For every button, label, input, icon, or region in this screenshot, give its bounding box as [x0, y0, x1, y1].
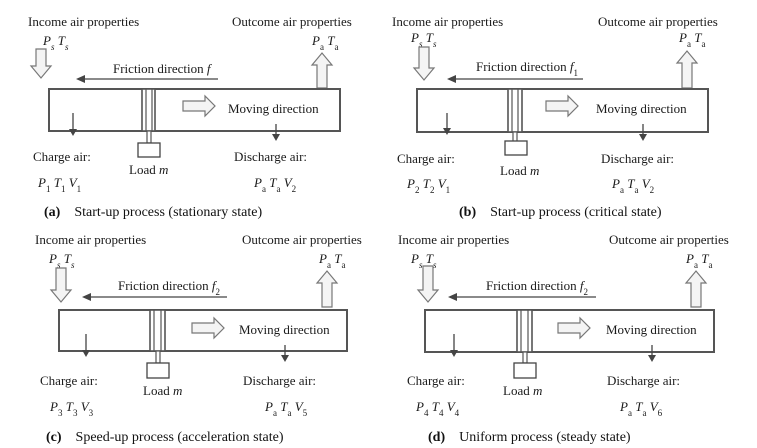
- panel-caption: (b) Start-up process (critical state): [459, 205, 662, 220]
- friction-direction-label: Friction direction f2: [486, 278, 588, 297]
- outcome-air-label: Outcome air properties: [242, 232, 362, 247]
- piston: [149, 309, 166, 352]
- outcome-air-label: Outcome air properties: [609, 232, 729, 247]
- income-arrow-icon: [416, 265, 440, 303]
- discharge-air-label: Discharge air:: [601, 151, 674, 166]
- charge-air-label: Charge air:: [407, 373, 465, 388]
- charge-arrow-icon: [69, 129, 77, 136]
- load-label: Load m: [143, 383, 182, 398]
- outcome-air-vars: Pa Ta: [685, 251, 712, 270]
- load-label: Load m: [129, 162, 168, 177]
- income-air-vars: Ps Ts: [410, 30, 437, 49]
- friction-arrow-icon: [82, 293, 91, 301]
- income-arrow-icon: [49, 267, 73, 303]
- discharge-air-label: Discharge air:: [243, 373, 316, 388]
- moving-direction-arrow-icon: [182, 94, 216, 118]
- charge-air-label: Charge air:: [40, 373, 98, 388]
- discharge-air-vars: Pa Ta V2: [253, 175, 296, 194]
- friction-arrow-icon: [76, 75, 85, 83]
- piston: [507, 88, 523, 133]
- moving-direction-arrow-icon: [545, 94, 579, 118]
- panel-caption: (a) Start-up process (stationary state): [44, 205, 262, 220]
- moving-direction-label: Moving direction: [239, 322, 330, 337]
- load-block: [513, 362, 537, 379]
- charge-air-vars: P1 T1 V1: [37, 175, 81, 194]
- moving-direction-arrow-icon: [191, 316, 225, 340]
- charge-arrow-icon: [450, 350, 458, 357]
- charge-air-label: Charge air:: [397, 151, 455, 166]
- load-label: Load m: [500, 163, 539, 178]
- outcome-air-vars: Pa Ta: [318, 251, 345, 270]
- income-air-label: Income air properties: [398, 232, 509, 247]
- charge-arrow-icon: [443, 128, 451, 135]
- friction-direction-label: Friction direction f1: [476, 59, 578, 78]
- piston: [516, 309, 533, 353]
- charge-air-vars: P4 T4 V4: [415, 399, 460, 418]
- friction-arrow-icon: [447, 75, 456, 83]
- income-air-label: Income air properties: [392, 14, 503, 29]
- discharge-air-label: Discharge air:: [234, 149, 307, 164]
- moving-direction-label: Moving direction: [596, 101, 687, 116]
- income-air-vars: Ps Ts: [42, 33, 69, 52]
- outcome-arrow-icon: [310, 52, 334, 89]
- outcome-air-label: Outcome air properties: [598, 14, 718, 29]
- discharge-air-vars: Pa Ta V2: [611, 176, 654, 195]
- panel-caption: (d) Uniform process (steady state): [428, 430, 631, 445]
- outcome-arrow-icon: [684, 270, 708, 308]
- discharge-arrow-icon: [648, 355, 656, 362]
- load-block: [137, 142, 161, 158]
- outcome-air-vars: Pa Ta: [678, 30, 705, 49]
- charge-air-label: Charge air:: [33, 149, 91, 164]
- discharge-air-label: Discharge air:: [607, 373, 680, 388]
- income-arrow-icon: [412, 46, 436, 81]
- discharge-air-vars: Pa Ta V6: [619, 399, 663, 418]
- income-arrow-icon: [29, 48, 53, 79]
- income-air-label: Income air properties: [28, 14, 139, 29]
- moving-direction-label: Moving direction: [606, 322, 697, 337]
- charge-air-vars: P2 T2 V1: [406, 176, 450, 195]
- piston-rod: [155, 350, 161, 364]
- discharge-arrow-icon: [639, 134, 647, 141]
- piston-rod: [146, 130, 152, 144]
- piston: [141, 88, 156, 132]
- outcome-air-vars: Pa Ta: [311, 33, 338, 52]
- moving-direction-arrow-icon: [557, 316, 591, 340]
- piston-rod: [522, 351, 528, 364]
- charge-air-vars: P3 T3 V3: [49, 399, 94, 418]
- discharge-air-vars: Pa Ta V5: [264, 399, 308, 418]
- friction-direction-label: Friction direction f: [113, 61, 213, 76]
- load-block: [146, 362, 170, 379]
- friction-arrow-icon: [448, 293, 457, 301]
- outcome-arrow-icon: [675, 50, 699, 89]
- income-air-vars: Ps Ts: [48, 251, 75, 270]
- charge-arrow-icon: [82, 350, 90, 357]
- moving-direction-label: Moving direction: [228, 101, 319, 116]
- income-air-label: Income air properties: [35, 232, 146, 247]
- outcome-arrow-icon: [315, 270, 339, 308]
- income-air-vars: Ps Ts: [410, 251, 437, 270]
- panel-caption: (c) Speed-up process (acceleration state…: [46, 430, 284, 445]
- load-label: Load m: [503, 383, 542, 398]
- outcome-air-label: Outcome air properties: [232, 14, 352, 29]
- discharge-arrow-icon: [281, 355, 289, 362]
- friction-direction-label: Friction direction f2: [118, 278, 220, 297]
- load-block: [504, 140, 528, 156]
- discharge-arrow-icon: [272, 134, 280, 141]
